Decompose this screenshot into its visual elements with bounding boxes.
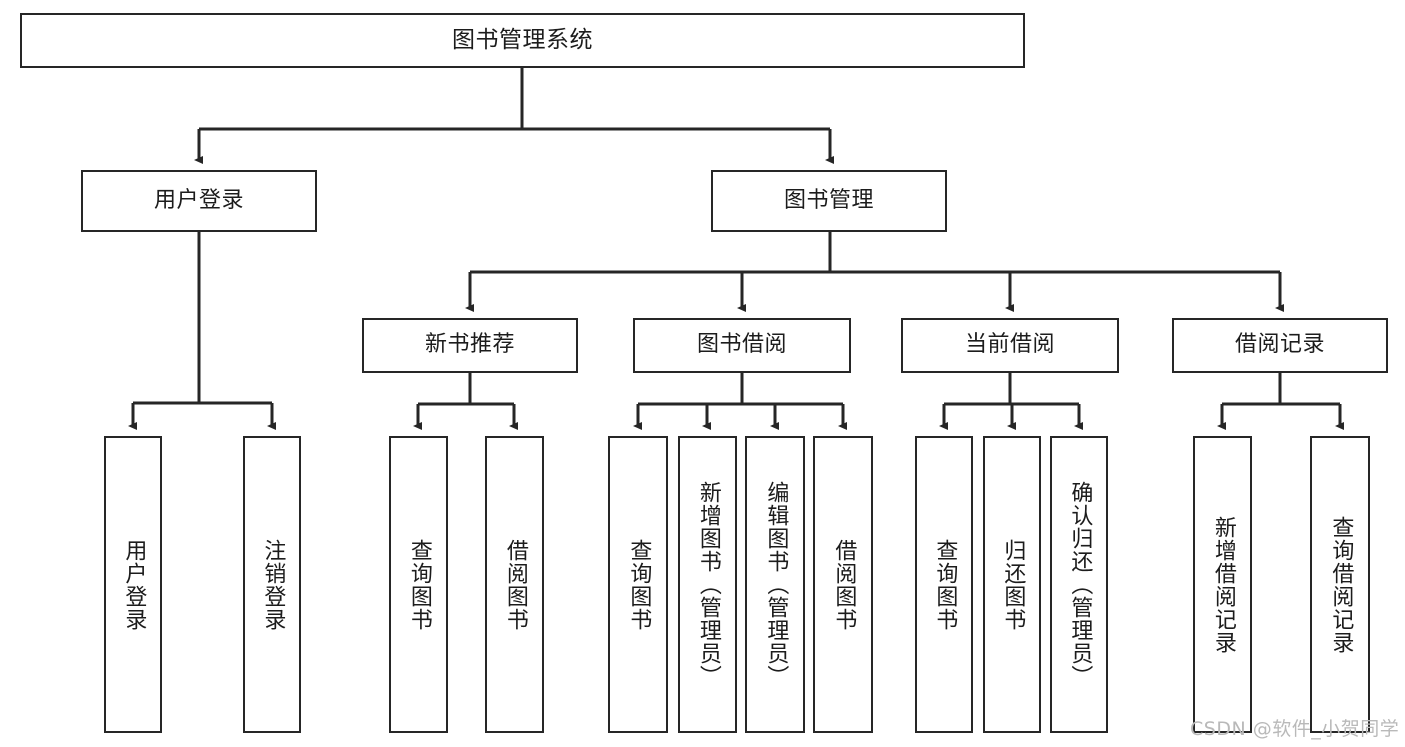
leaf-confirm-return-admin-label: 确认归还（管理员） bbox=[1067, 481, 1093, 688]
node-new-book-recommend[interactable]: 新书推荐 bbox=[362, 318, 578, 373]
node-borrow-records-label: 借阅记录 bbox=[1234, 332, 1325, 358]
node-book-management-label: 图书管理 bbox=[783, 187, 874, 213]
leaf-add-book-admin[interactable]: 新增图书（管理员） bbox=[678, 436, 737, 733]
node-borrow-records[interactable]: 借阅记录 bbox=[1172, 318, 1388, 373]
leaf-user-login-label: 用户登录 bbox=[121, 538, 147, 631]
leaf-query-book-current[interactable]: 查询图书 bbox=[915, 436, 973, 733]
leaf-query-borrow-record-label: 查询借阅记录 bbox=[1328, 515, 1354, 654]
leaf-user-login[interactable]: 用户登录 bbox=[104, 436, 162, 733]
leaf-confirm-return-admin[interactable]: 确认归还（管理员） bbox=[1050, 436, 1108, 733]
leaf-borrow-book[interactable]: 借阅图书 bbox=[813, 436, 873, 733]
leaf-logout[interactable]: 注销登录 bbox=[243, 436, 301, 733]
node-root-label: 图书管理系统 bbox=[452, 26, 593, 53]
leaf-query-book-recommend[interactable]: 查询图书 bbox=[389, 436, 448, 733]
leaf-borrow-book-recommend-label: 借阅图书 bbox=[502, 538, 528, 631]
leaf-logout-label: 注销登录 bbox=[260, 538, 286, 631]
leaf-query-book-borrow[interactable]: 查询图书 bbox=[608, 436, 668, 733]
leaf-borrow-book-recommend[interactable]: 借阅图书 bbox=[485, 436, 544, 733]
leaf-edit-book-admin-label: 编辑图书（管理员） bbox=[763, 481, 789, 688]
leaf-return-book-label: 归还图书 bbox=[1000, 538, 1026, 631]
leaf-query-book-recommend-label: 查询图书 bbox=[406, 538, 432, 631]
node-new-book-recommend-label: 新书推荐 bbox=[424, 332, 515, 358]
leaf-return-book[interactable]: 归还图书 bbox=[983, 436, 1041, 733]
leaf-borrow-book-label: 借阅图书 bbox=[831, 538, 857, 631]
node-book-management[interactable]: 图书管理 bbox=[711, 170, 947, 232]
node-book-borrow[interactable]: 图书借阅 bbox=[633, 318, 851, 373]
node-user-login[interactable]: 用户登录 bbox=[81, 170, 317, 232]
leaf-add-borrow-record-label: 新增借阅记录 bbox=[1210, 515, 1236, 654]
leaf-query-book-borrow-label: 查询图书 bbox=[626, 538, 652, 631]
leaf-edit-book-admin[interactable]: 编辑图书（管理员） bbox=[745, 436, 805, 733]
node-user-login-label: 用户登录 bbox=[153, 187, 244, 213]
leaf-query-book-current-label: 查询图书 bbox=[932, 538, 958, 631]
leaf-add-borrow-record[interactable]: 新增借阅记录 bbox=[1193, 436, 1252, 733]
node-current-borrow[interactable]: 当前借阅 bbox=[901, 318, 1119, 373]
node-root[interactable]: 图书管理系统 bbox=[20, 13, 1025, 68]
node-book-borrow-label: 图书借阅 bbox=[696, 332, 787, 358]
leaf-add-book-admin-label: 新增图书（管理员） bbox=[695, 481, 721, 688]
leaf-query-borrow-record[interactable]: 查询借阅记录 bbox=[1310, 436, 1370, 733]
node-current-borrow-label: 当前借阅 bbox=[964, 332, 1055, 358]
